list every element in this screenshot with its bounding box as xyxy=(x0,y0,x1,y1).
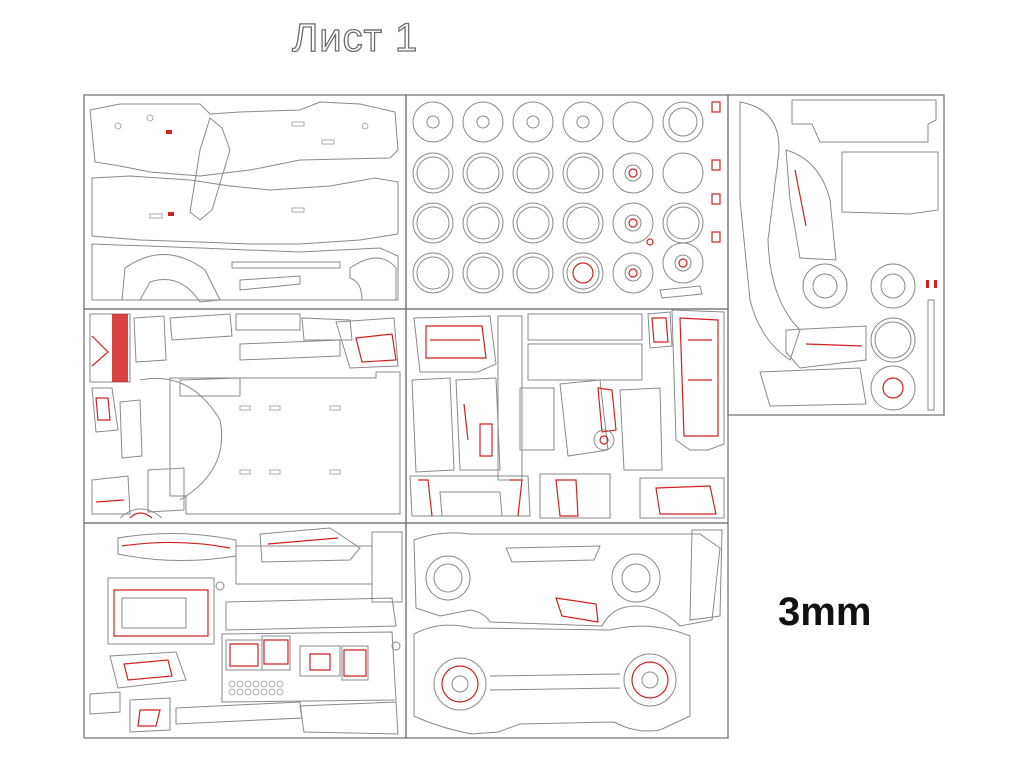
interior-parts xyxy=(409,309,725,519)
panel-interior-parts xyxy=(405,308,729,524)
panel-side-profiles xyxy=(405,522,729,739)
hub-and-fender-parts xyxy=(739,99,939,411)
chassis-side-parts xyxy=(89,101,399,303)
panel-frames xyxy=(83,94,945,739)
material-thickness-label: 3mm xyxy=(778,590,872,634)
side-profile-parts xyxy=(413,529,723,735)
panel-chassis-sides xyxy=(83,94,407,310)
panel-floor-parts xyxy=(83,308,407,524)
floor-parts xyxy=(89,313,401,519)
sheet-title: Лист 1 xyxy=(291,16,419,60)
panel-body-details xyxy=(83,522,407,739)
wheel-parts xyxy=(412,101,721,299)
body-detail-parts xyxy=(89,527,403,735)
panel-wheel-hubs xyxy=(727,94,945,416)
